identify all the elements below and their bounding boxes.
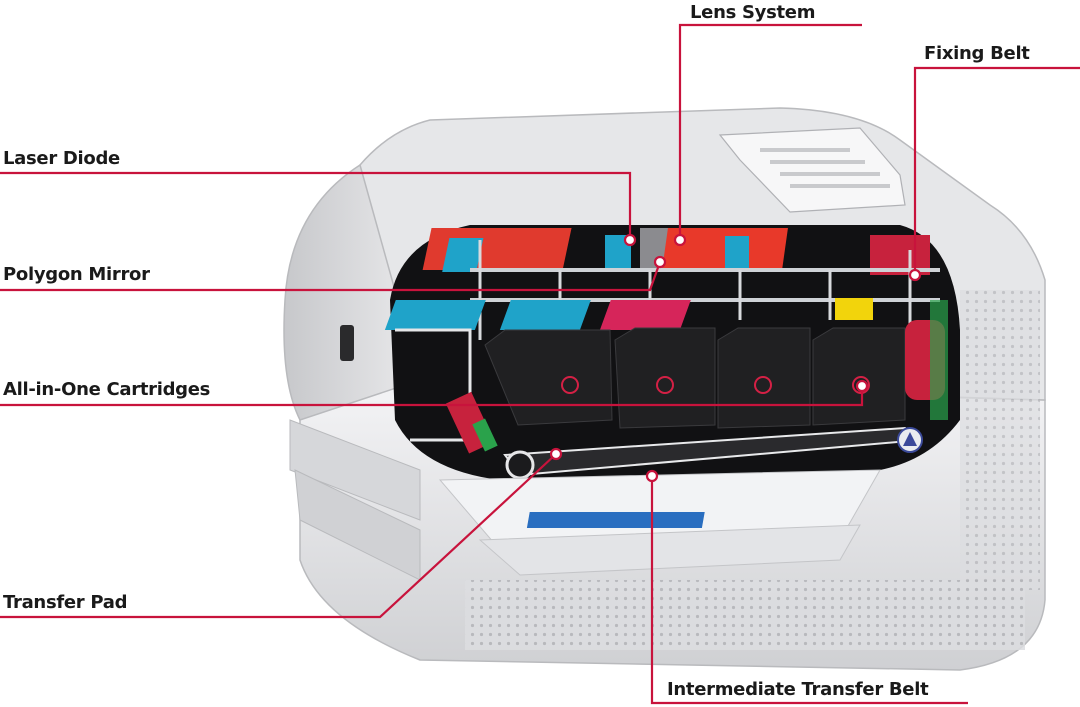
- cartridge-3: [717, 327, 811, 429]
- leader-line-transfer-pad: [0, 454, 556, 619]
- leader-line-transfer-belt: [650, 478, 968, 705]
- cartridge-2: [614, 327, 716, 429]
- label-intermediate-transfer-belt: Intermediate Transfer Belt: [667, 679, 929, 700]
- label-polygon-mirror: Polygon Mirror: [3, 264, 150, 285]
- leader-line-fixing-belt: [913, 66, 1080, 272]
- label-laser-diode: Laser Diode: [3, 148, 120, 169]
- marker-fixing-belt: [908, 268, 922, 282]
- marker-cartridges: [855, 379, 869, 393]
- leader-line-polygon-mirror: [0, 261, 662, 292]
- cartridge-1: [484, 329, 613, 426]
- vent-grille-right: [960, 290, 1040, 590]
- leader-line-lens-system: [678, 23, 862, 238]
- label-lens-system: Lens System: [690, 2, 816, 23]
- marker-lens-system: [673, 233, 687, 247]
- vent-grille-front: [465, 580, 1025, 650]
- label-fixing-belt: Fixing Belt: [924, 43, 1030, 64]
- label-transfer-pad: Transfer Pad: [3, 592, 128, 613]
- marker-transfer-belt: [645, 469, 659, 483]
- leader-lines: [0, 23, 1080, 705]
- cartridges: [484, 327, 906, 429]
- cartridge-4: [812, 327, 906, 426]
- marker-transfer-pad: [549, 447, 563, 461]
- marker-laser-diode: [623, 233, 637, 247]
- cutaway-interior: [384, 225, 960, 576]
- leader-line-laser-diode: [0, 171, 632, 238]
- leader-line-cartridges: [0, 388, 864, 407]
- transfer-belt: [503, 426, 923, 480]
- leader-dots: [549, 233, 922, 483]
- marker-polygon-mirror: [653, 255, 667, 269]
- label-all-in-one-cartridges: All-in-One Cartridges: [3, 379, 211, 400]
